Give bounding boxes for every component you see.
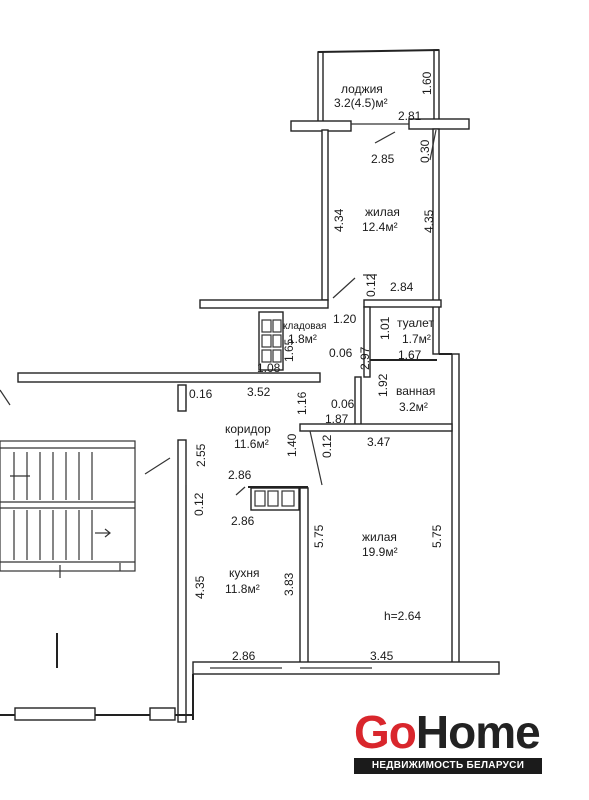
- storage-shelf-6: [272, 349, 282, 363]
- dim-tick-030: [429, 129, 437, 161]
- dim-toilet-width: 1.67: [398, 348, 422, 362]
- bottom-left-block: [149, 707, 176, 721]
- dim-toilet-top: 2.84: [390, 280, 414, 294]
- room-name-kitchen: кухня: [229, 566, 260, 580]
- toilet-top-wall: [363, 299, 442, 308]
- corridor-top-wall: [17, 372, 321, 383]
- gohome-logo: GoHome НЕДВИЖИМОСТЬ БЕЛАРУСИ: [354, 708, 544, 774]
- loggia-wall-left: [317, 51, 324, 125]
- dim-storage-bottom: 1.08: [257, 361, 281, 375]
- room-area-living-top: 12.4м²: [362, 220, 398, 234]
- dim-gap-012-top: 0.12: [364, 273, 378, 297]
- dim-gap-012-left: 0.12: [192, 492, 206, 516]
- room-name-living-main: жилая: [362, 530, 397, 544]
- walls: [0, 49, 500, 723]
- dim-living-top-left: 4.34: [332, 208, 346, 232]
- dim-loggia-width: 2.81: [398, 109, 422, 123]
- dim-wall-297: 2.97: [358, 346, 372, 370]
- dim-kitchen-top: 2.86: [228, 468, 252, 482]
- toilet-wall-left: [363, 306, 371, 378]
- stove-burner-2: [267, 490, 279, 507]
- corridor-wall-stub: [177, 384, 187, 412]
- room-area-toilet: 1.7м²: [402, 332, 431, 346]
- kitchen-diag: [235, 486, 246, 496]
- room-area-bathroom: 3.2м²: [399, 400, 428, 414]
- door-swing-top: [374, 131, 396, 144]
- door-swing-mid: [332, 277, 356, 299]
- dim-kitchen-inner: 2.86: [231, 514, 255, 528]
- exterior-wall-right-lower: [451, 353, 460, 667]
- dim-corridor-width: 3.52: [247, 385, 271, 399]
- bath-bottom-wall: [299, 423, 453, 432]
- dim-wall-016: 0.16: [189, 387, 213, 401]
- dim-loggia-side: 1.60: [420, 71, 434, 95]
- storage-shelf-5: [261, 349, 272, 363]
- kitchen-wall-left: [177, 439, 187, 723]
- loggia-parapet-left: [290, 120, 352, 132]
- room-name-toilet: туалет: [397, 316, 434, 330]
- storage-shelf-4: [272, 334, 282, 348]
- logo-home: Home: [415, 706, 541, 758]
- dim-wall-575-right: 5.75: [430, 524, 444, 548]
- storage-shelf-1: [261, 319, 272, 333]
- logo-tagline: НЕДВИЖИМОСТЬ БЕЛАРУСИ: [354, 758, 542, 774]
- living-top-wall-left: [321, 129, 329, 301]
- dim-door-top: 2.85: [371, 152, 395, 166]
- dim-kitchen-bottom: 2.86: [232, 649, 256, 663]
- room-name-corridor: коридор: [225, 422, 271, 436]
- room-name-bathroom: ванная: [396, 384, 435, 398]
- dim-living-top-right: 4.35: [422, 209, 436, 233]
- partition-upper: [199, 299, 329, 309]
- storage-shelf-3: [261, 334, 272, 348]
- dim-corridor-left: 2.55: [194, 443, 208, 467]
- dim-corridor-right: 1.40: [285, 433, 299, 457]
- stove: [250, 487, 300, 511]
- dimension-labels: 1.60 2.81 2.85 0.30 4.34 4.35 0.12 2.84 …: [189, 71, 444, 663]
- corridor-living-link: [309, 430, 323, 486]
- room-area-living-main: 19.9м²: [362, 545, 398, 559]
- stairwell: [0, 389, 171, 668]
- bottom-left-block-2: [14, 707, 96, 721]
- dim-bath-width: 1.87: [325, 412, 349, 426]
- loggia-wall-top: [317, 49, 440, 53]
- dim-storage-width: 1.20: [333, 312, 357, 326]
- ceiling-height: h=2.64: [384, 609, 421, 623]
- room-name-loggia: лоджия: [341, 82, 383, 96]
- exterior-wall-right: [432, 128, 440, 355]
- logo-wordmark: GoHome: [354, 706, 541, 758]
- room-area-kitchen: 11.8м²: [225, 582, 260, 596]
- dim-gap-012-mid: 0.12: [320, 434, 334, 458]
- dim-wall-030: 0.30: [418, 139, 432, 163]
- stove-burner-3: [281, 490, 295, 507]
- dim-living-main-top: 3.47: [367, 435, 391, 449]
- room-area-storage: 1.8м²: [288, 332, 317, 346]
- dim-storage-depth: 1.65: [282, 338, 296, 362]
- dim-bath-side: 1.92: [376, 373, 390, 397]
- dim-gap-006-a: 0.06: [329, 346, 353, 360]
- dim-gap-006-b: 0.06: [331, 397, 355, 411]
- kitchen-living-divider: [299, 487, 309, 664]
- dim-corridor-side: 1.16: [295, 391, 309, 415]
- room-name-storage: кладовая: [283, 321, 326, 332]
- loggia-wall-right: [433, 49, 440, 121]
- dim-wall-575-left: 5.75: [312, 524, 326, 548]
- stove-burner-1: [254, 490, 266, 507]
- bath-wall-left: [354, 376, 362, 428]
- room-name-living-top: жилая: [365, 205, 400, 219]
- room-area-corridor: 11.6м²: [234, 437, 269, 451]
- storage-shelf-2: [272, 319, 282, 333]
- dim-kitchen-left: 4.35: [193, 575, 207, 599]
- dim-kitchen-right: 3.83: [282, 572, 296, 596]
- room-area-loggia: 3.2(4.5)м²: [334, 96, 388, 110]
- room-labels: лоджия 3.2(4.5)м² жилая 12.4м² кладовая …: [225, 82, 435, 623]
- logo-go: Go: [354, 706, 417, 758]
- dim-living-main-bottom: 3.45: [370, 649, 394, 663]
- dim-toilet-side: 1.01: [378, 316, 392, 340]
